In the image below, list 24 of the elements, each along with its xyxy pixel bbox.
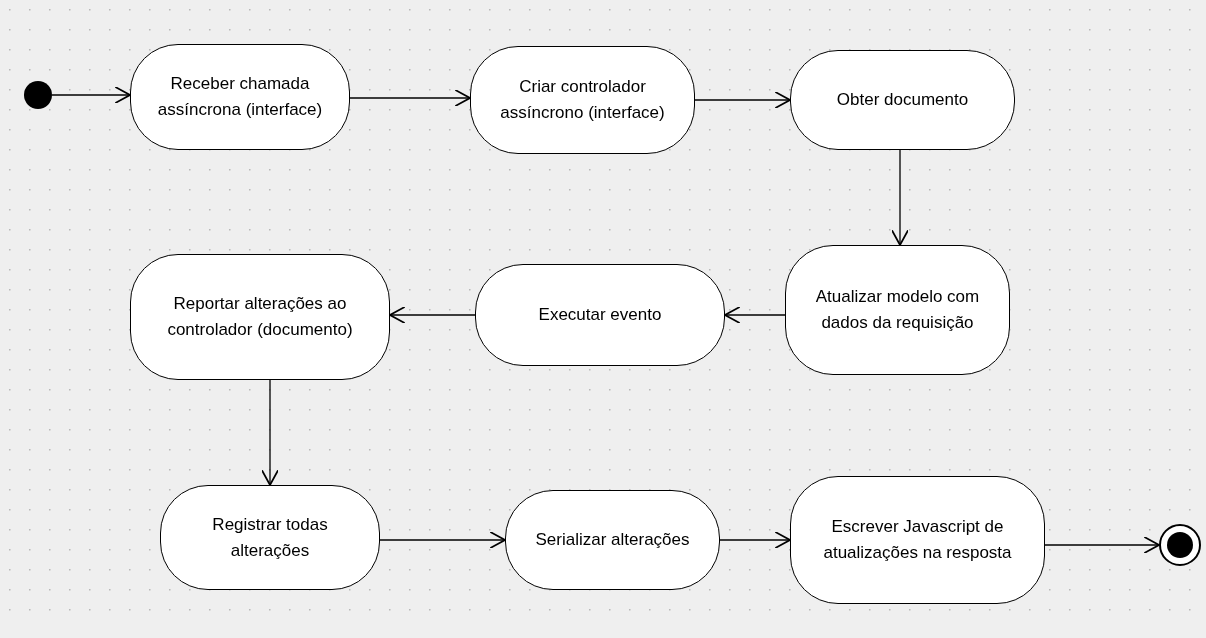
action-node [130,254,390,380]
arrow [891,149,909,246]
action-node [790,476,1045,604]
action-node [130,44,350,150]
action-label: Registrar todas alterações [211,513,329,562]
action-label: Atualizar modelo com dados da requisição [814,286,981,334]
arrow [379,531,506,549]
action-label: Executar evento [538,304,662,326]
arrow [719,531,791,549]
arrow [261,379,279,486]
arrow [694,91,791,109]
arrow [349,89,471,107]
arrow [389,306,476,324]
arrow [724,306,786,324]
arrow [51,86,131,104]
action-label: Obter documento [836,89,969,111]
action-node [785,245,1010,375]
arrow [1044,536,1160,554]
action-label: Escrever Javascript de atualizações na resposta [822,516,1013,564]
action-label: Receber chamada assíncrona (interface) [156,73,324,121]
action-label: Reportar alterações ao controlador (documento) [166,293,354,341]
action-node [470,46,695,154]
action-label: Criar controlador assíncrono (interface) [499,76,666,124]
action-label: Serializar alterações [535,529,690,551]
